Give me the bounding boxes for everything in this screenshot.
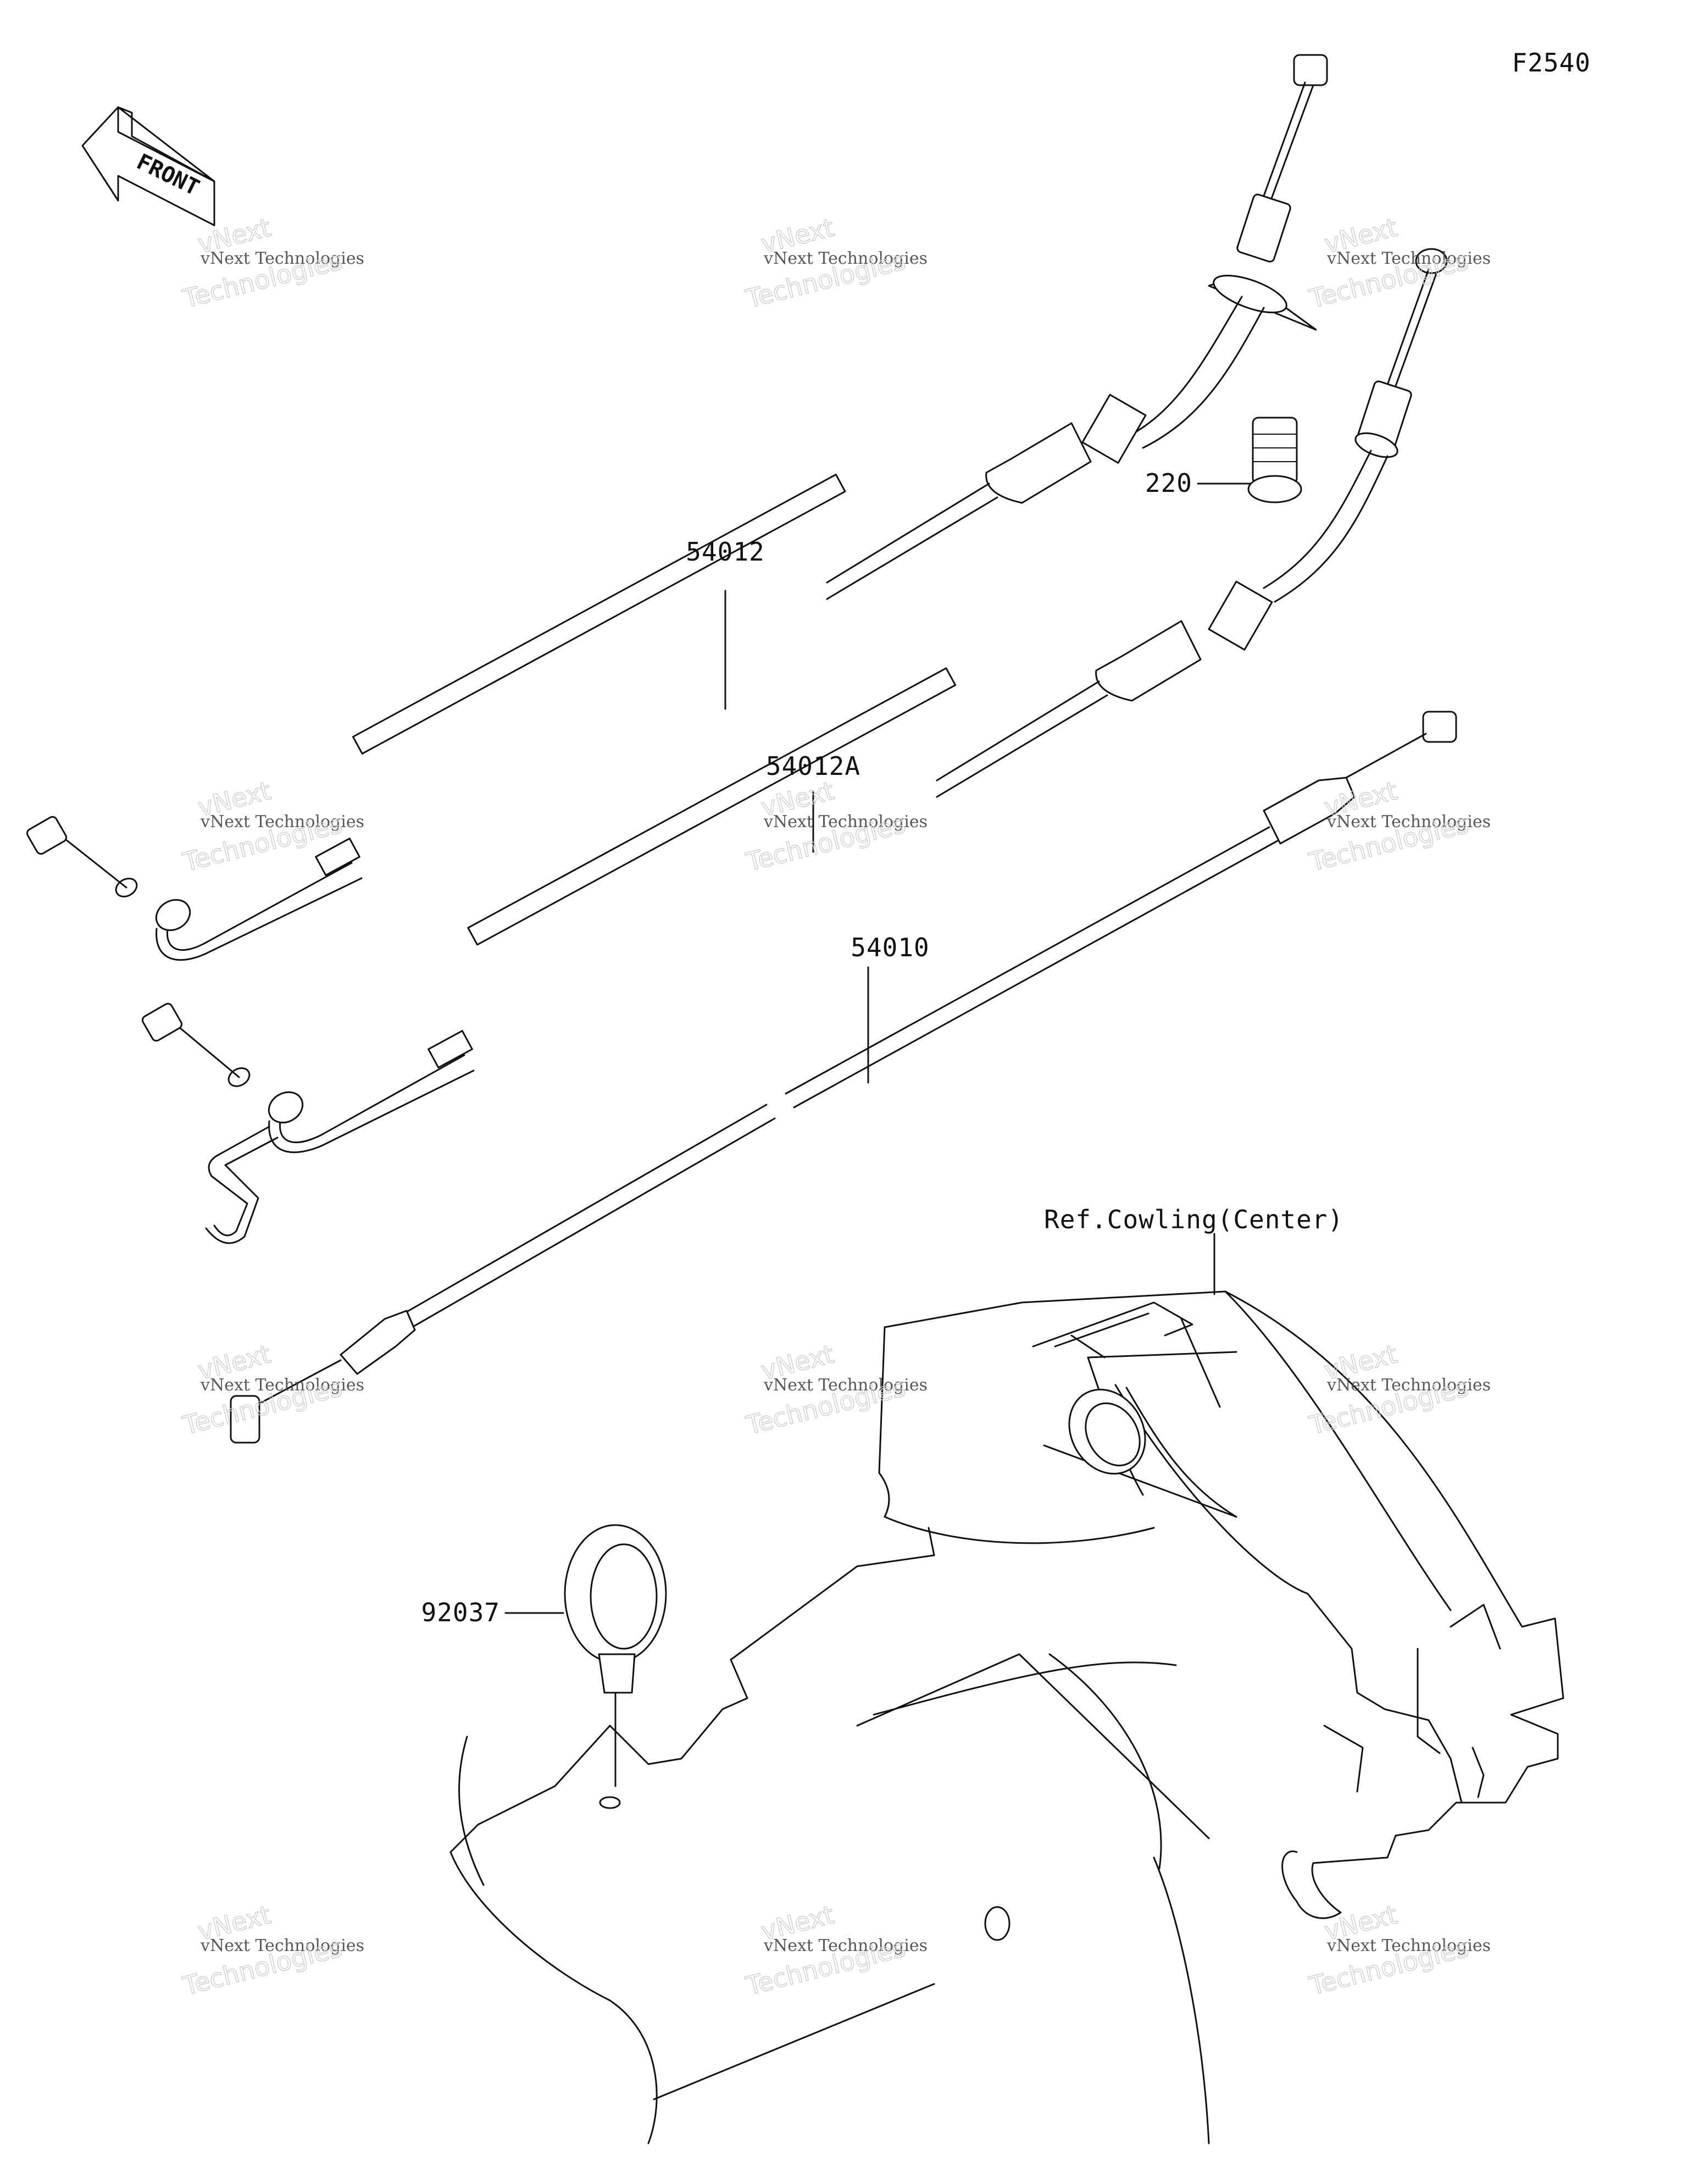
part-label-54012A: 54012A [766,751,860,781]
clamp-92037 [564,1524,667,1809]
svg-text:vNext Technologies: vNext Technologies [200,1376,364,1395]
svg-text:vNext Technologies: vNext Technologies [763,249,928,268]
cable-54010 [230,711,1457,1444]
svg-text:vNext Technologies: vNext Technologies [200,1936,364,1955]
part-label-220: 220 [1145,468,1192,498]
cable-54012A [141,248,1448,1244]
svg-text:vNext Technologies: vNext Technologies [763,812,928,832]
svg-text:vNext Technologies: vNext Technologies [200,249,364,268]
bolt-220 [1247,417,1302,503]
svg-text:vNext Technologies: vNext Technologies [763,1936,928,1955]
svg-text:vNext Technologies: vNext Technologies [1326,1376,1491,1395]
svg-text:vNext Technologies: vNext Technologies [200,812,364,832]
svg-text:vNext Technologies: vNext Technologies [1326,249,1491,268]
part-label-54010: 54010 [851,933,929,962]
svg-text:vNext Technologies: vNext Technologies [1326,1936,1491,1955]
svg-text:vNext Technologies: vNext Technologies [763,1376,928,1395]
front-arrow-icon: FRONT [81,106,215,226]
part-label-92037: 92037 [421,1598,500,1627]
cable-54012 [26,54,1328,961]
part-label-54012: 54012 [686,537,764,567]
reference-label-cowling: Ref.Cowling(Center) [1044,1205,1343,1234]
svg-text:vNext Technologies: vNext Technologies [1326,812,1491,832]
cowling-center [449,1290,1564,2144]
diagram-code: F2540 [1512,48,1591,77]
